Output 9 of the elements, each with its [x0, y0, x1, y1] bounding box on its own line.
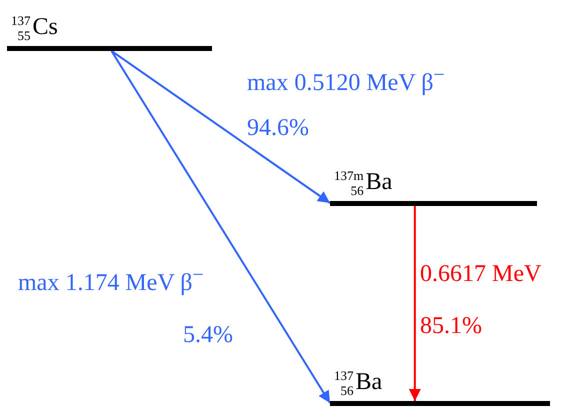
- arrow: [110, 50, 331, 404]
- branching-ratio: 85.1%: [420, 312, 482, 341]
- branching-ratio: 5.4%: [183, 321, 233, 350]
- edge-label: max 1.174 MeV β$^{−}$: [18, 263, 204, 298]
- branching-ratio: 94.6%: [247, 114, 309, 143]
- arrow: [408, 206, 421, 401]
- arrow: [110, 50, 331, 204]
- edge-label: max 0.5120 MeV β$^{−}$: [247, 63, 445, 98]
- edge-label: 0.6617 MeV: [420, 260, 542, 289]
